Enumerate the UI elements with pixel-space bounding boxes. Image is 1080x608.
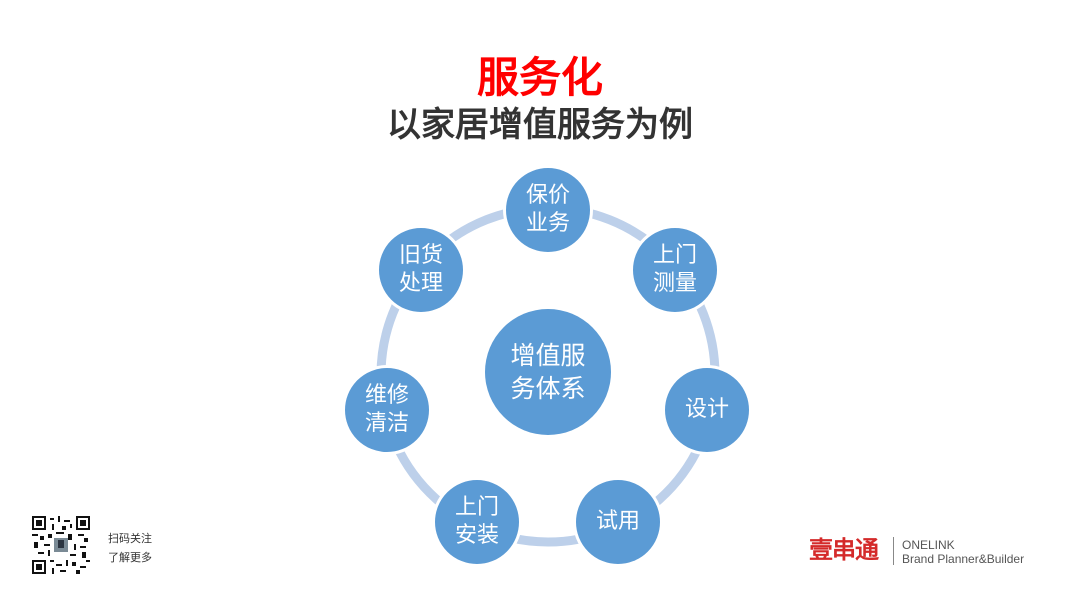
qr-code-icon [32, 516, 90, 574]
brand-tagline: Brand Planner&Builder [902, 552, 1025, 566]
node-trial: 试用 [573, 477, 663, 567]
brand-name-en: ONELINK [902, 538, 955, 552]
node-repair-clean: 维修 清洁 [342, 365, 432, 455]
qr-caption-line1: 扫码关注 [108, 532, 152, 545]
slide-title: 服务化 [476, 53, 603, 102]
node-onsite-measure: 上门 测量 [630, 225, 720, 315]
node-used-goods: 旧货 处理 [376, 225, 466, 315]
brand-logo-text: 壹串通 [809, 536, 879, 564]
qr-caption-line2: 了解更多 [108, 551, 152, 564]
slide-subtitle: 以家居增值服务为例 [387, 105, 693, 145]
node-price-protection: 保价 业务 [503, 165, 593, 255]
brand-divider [893, 537, 894, 565]
node-design: 设计 [662, 365, 752, 455]
center-node: 增值服 务体系 [485, 309, 611, 435]
node-onsite-install: 上门 安装 [432, 477, 522, 567]
